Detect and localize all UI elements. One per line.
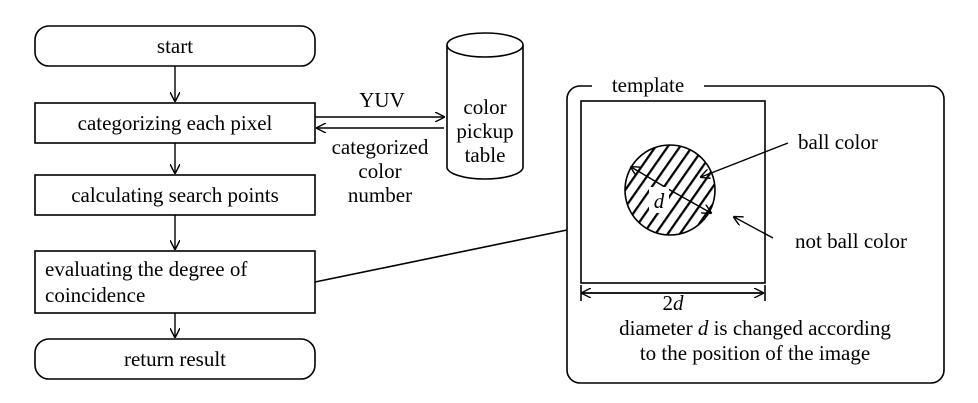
template-panel: template d ball color not ball color 2d …	[566, 72, 945, 384]
yuv-label: YUV	[359, 88, 405, 112]
table-name-line1: color	[463, 95, 506, 119]
evaluate-label-line2: coincidence	[45, 283, 145, 307]
evaluate-step: evaluating the degree of coincidence	[34, 250, 316, 314]
color-pickup-table-cylinder: color pickup table	[446, 32, 524, 180]
return-terminal: return result	[34, 338, 316, 380]
evaluate-label-line1: evaluating the degree of	[45, 257, 247, 281]
categorize-label: categorizing each pixel	[78, 111, 273, 135]
ball-color-pointer	[701, 142, 789, 177]
caption-line1-post: is changed according	[708, 316, 891, 340]
width-2d-var: d	[673, 291, 684, 315]
categorized-label-line3: number	[348, 183, 412, 207]
caption-line1-pre: diameter	[619, 316, 698, 340]
categorize-step: categorizing each pixel	[34, 102, 316, 144]
diameter-d-label: d	[654, 189, 665, 213]
diameter-arrow-b	[669, 189, 711, 213]
not-ball-color-pointer	[734, 217, 774, 239]
return-label: return result	[124, 347, 226, 371]
caption-line1-var: d	[698, 316, 709, 340]
start-terminal: start	[34, 25, 316, 67]
template-square	[580, 100, 766, 284]
template-connector-line	[314, 229, 568, 283]
table-name-line2: pickup	[456, 119, 513, 143]
diameter-arrow-a	[631, 167, 671, 191]
table-name-line3: table	[465, 143, 506, 167]
width-2d-label: 2d	[663, 291, 685, 315]
not-ball-color-label: not ball color	[795, 229, 907, 253]
search-points-step: calculating search points	[34, 174, 316, 216]
caption-line1: diameter d is changed according	[619, 316, 891, 340]
categorized-label-line2: color	[358, 159, 401, 183]
categorized-label-line1: categorized	[332, 135, 429, 159]
template-title: template	[612, 73, 684, 97]
width-2d-prefix: 2	[663, 291, 674, 315]
caption-line2: to the position of the image	[640, 341, 870, 365]
ball-color-label: ball color	[798, 130, 878, 154]
search-points-label: calculating search points	[71, 183, 279, 207]
start-label: start	[157, 34, 193, 58]
